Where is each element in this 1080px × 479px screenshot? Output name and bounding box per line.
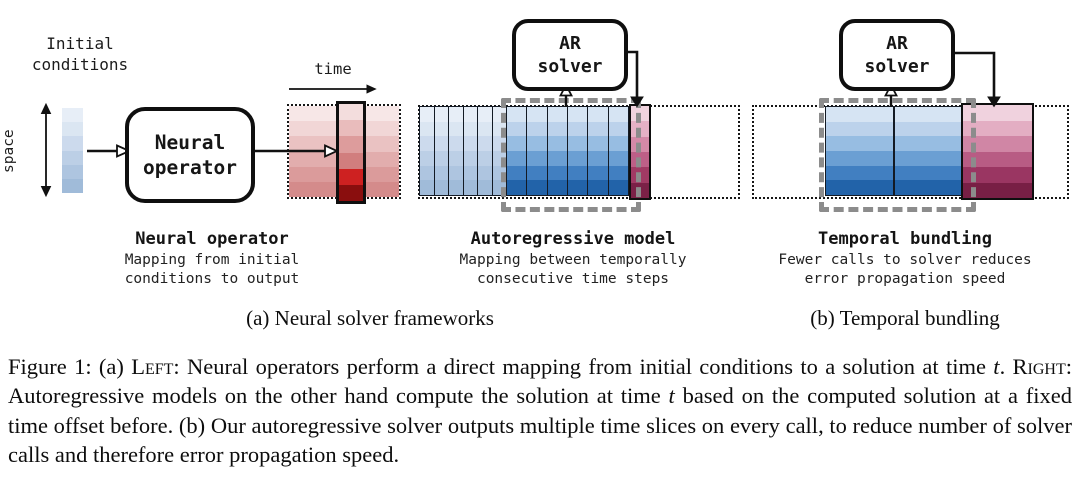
figure-caption: Figure 1: (a) Left: Neural operators per… bbox=[8, 354, 1073, 468]
initial-conditions-label: Initial conditions bbox=[28, 33, 132, 75]
initial-conditions-strip bbox=[62, 108, 83, 194]
time-axis-label: time bbox=[314, 60, 352, 78]
ar-solver-middle-line1: AR bbox=[559, 33, 581, 54]
initial-conditions-line1: Initial bbox=[46, 34, 114, 53]
middle-input-window-columns bbox=[506, 106, 629, 196]
left-output-solution-column bbox=[336, 101, 366, 204]
right-input-window-outline bbox=[819, 98, 976, 212]
right-panel-title: Temporal bundling bbox=[818, 229, 992, 249]
left-panel-title: Neural operator bbox=[135, 229, 289, 249]
time-axis-arrow bbox=[289, 84, 377, 94]
subcaption-a: (a) Neural solver frameworks bbox=[246, 306, 494, 330]
initial-conditions-line2: conditions bbox=[31, 55, 129, 74]
middle-panel-description: Mapping between temporally consecutive t… bbox=[459, 252, 687, 287]
ar-solver-middle-line2: solver bbox=[537, 56, 603, 77]
middle-panel-title: Autoregressive model bbox=[470, 229, 676, 249]
left-panel-description: Mapping from initial conditions to outpu… bbox=[124, 252, 300, 287]
subcaption-b: (b) Temporal bundling bbox=[810, 306, 1000, 330]
space-axis-label: space bbox=[1, 129, 17, 173]
neural-operator-box: Neural operator bbox=[125, 107, 255, 203]
ar-solver-box-middle: AR solver bbox=[512, 19, 628, 91]
input-to-operator-arrow bbox=[87, 144, 132, 158]
right-panel-description: Fewer calls to solver reduces error prop… bbox=[778, 252, 1032, 287]
neural-operator-box-line1: Neural bbox=[154, 131, 226, 154]
right-input-window-blocks bbox=[825, 106, 963, 196]
space-axis-arrow bbox=[40, 102, 52, 198]
middle-past-columns bbox=[419, 106, 507, 196]
ar-solver-right-line1: AR bbox=[886, 33, 908, 54]
neural-operator-box-line2: operator bbox=[143, 156, 237, 179]
ar-solver-box-right: AR solver bbox=[839, 19, 955, 91]
ar-solver-right-line2: solver bbox=[864, 56, 930, 77]
middle-input-window-outline bbox=[501, 98, 641, 212]
